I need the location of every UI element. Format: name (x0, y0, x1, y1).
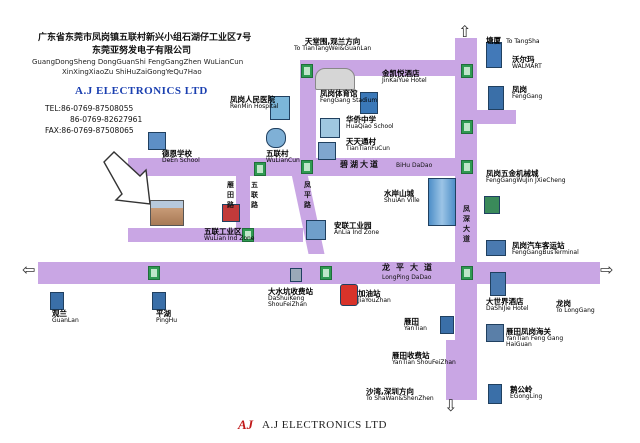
hospital-icon (270, 96, 290, 120)
address-pinyin-line-2: XinXingXiaoZu ShiHuZaiGongYeQu7Hao (62, 68, 202, 76)
road-lower-west (128, 228, 303, 242)
stadium-icon (315, 68, 355, 90)
dashijie-hotel-icon (490, 272, 506, 296)
wulian-ind-zone-icon (222, 204, 240, 222)
arrow-down-icon: ⇩ (444, 396, 458, 415)
road-sign-icon (320, 266, 332, 280)
contact-fax: FAX:86-0769-87508065 (45, 126, 134, 135)
anlin-ind-zone-icon (306, 220, 326, 240)
label-to-tangsha: 塘厦 To TangSha (486, 36, 540, 45)
road-wulian-cn: 五联路 (251, 181, 258, 209)
bus-terminal-icon (486, 240, 506, 256)
road-north-vertical (300, 60, 316, 168)
road-fengshen-cn: 凤深大道 (463, 205, 470, 243)
school-icon (320, 118, 340, 138)
fenggang-tower-icon (488, 86, 504, 110)
egongling-icon (488, 384, 502, 404)
walmart-icon (486, 42, 502, 68)
wujin-market-icon (484, 196, 500, 214)
address-chinese: 广东省东莞市凤岗镇五联村新兴小组石湖仔工业区7号 (38, 33, 252, 43)
location-arrow-icon (103, 151, 151, 205)
arrow-right-icon: ⇨ (600, 260, 614, 279)
road-bihu-py: BiHu DaDao (396, 162, 433, 169)
road-yantian (446, 340, 456, 400)
shuian-ville-icon (428, 178, 456, 226)
customs-icon (486, 324, 504, 342)
guanlan-icon (50, 292, 64, 310)
road-sign-icon (301, 160, 313, 174)
address-pinyin-line-1: GuangDongSheng DongGuanShi FengGangZhen … (32, 58, 244, 66)
road-sign-icon (461, 64, 473, 78)
road-yanlin-cn: 雁田路 (227, 181, 234, 209)
road-sign-icon (148, 266, 160, 280)
company-name-chinese: 东莞亚努发电子有限公司 (92, 46, 192, 56)
road-sign-icon (461, 160, 473, 174)
wuliancun-icon (266, 128, 286, 148)
road-sign-icon (242, 228, 254, 242)
road-longping-py: LongPing DaDao (382, 274, 432, 281)
yantian-icon (440, 316, 454, 334)
factory-photo (150, 200, 184, 226)
arrow-up-icon: ⇧ (458, 22, 472, 41)
footer-logo-icon: AJ (238, 417, 254, 432)
road-wulian-vertical (236, 176, 250, 238)
hotel-icon (360, 92, 378, 114)
dashuikeng-toll-icon (290, 268, 302, 282)
contact-tel-2: 86-0769-82627961 (70, 115, 143, 124)
company-name-english: A.J ELECTRONICS LTD (75, 85, 208, 97)
arrow-left-icon: ⇦ (22, 260, 36, 279)
contact-tel: TEL:86-0769-87508055 (45, 104, 134, 113)
footer-company-name: A.J ELECTRONICS LTD (262, 419, 387, 431)
tiantianfu-icon (318, 142, 336, 160)
road-fengping-cn: 凤平路 (304, 181, 311, 209)
gas-station-icon (340, 284, 358, 306)
road-east-segment (476, 110, 516, 124)
road-longping-cn: 龙平大道 (382, 263, 438, 272)
road-sign-icon (254, 162, 266, 176)
road-longping (38, 262, 600, 284)
deen-school-icon (148, 132, 166, 150)
road-sign-icon (461, 266, 473, 280)
road-bihu-cn: 碧湖大道 (340, 160, 380, 169)
pinghu-icon (152, 292, 166, 310)
road-sign-icon (461, 120, 473, 134)
road-sign-icon (301, 64, 313, 78)
